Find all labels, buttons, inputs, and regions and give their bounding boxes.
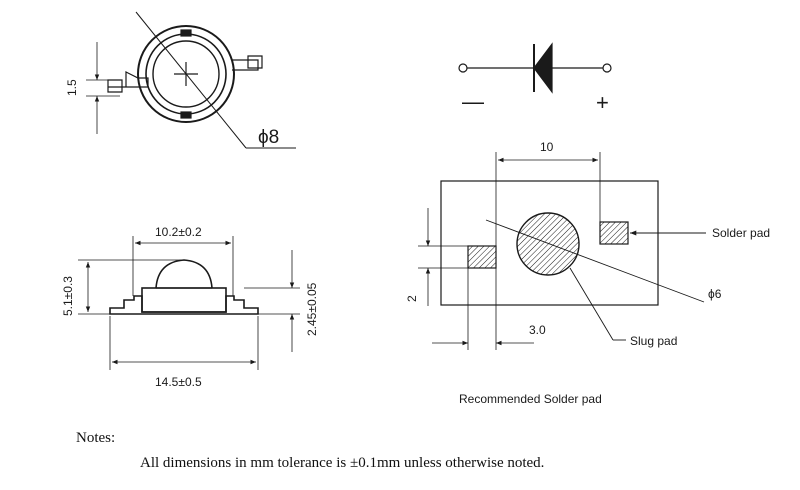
slug-pad: [516, 212, 580, 276]
right-lead-tab: [247, 55, 263, 69]
left-lead: [108, 71, 149, 88]
slug-diameter-label: ϕ6: [708, 287, 722, 301]
pad-offset-label: 3.0: [529, 323, 546, 337]
body-height-label: 2.45±0.05: [305, 282, 319, 336]
diode-triangle: [533, 42, 553, 94]
top-view: [86, 11, 296, 149]
solder-pad-view: [418, 152, 706, 350]
side-body: [141, 287, 227, 313]
lens-width-label: 10.2±0.2: [155, 225, 202, 239]
notes-body: All dimensions in mm tolerance is ±0.1mm…: [140, 455, 545, 471]
slug-pad-leader: [569, 267, 614, 341]
top-notch: [180, 29, 192, 37]
bottom-notch: [180, 111, 192, 119]
height-dim-label: 1.5: [65, 79, 79, 96]
side-view: [78, 236, 300, 370]
slug-diameter-leader: [485, 219, 705, 303]
diameter-dim-label: ϕ8: [258, 127, 279, 148]
pad-spacing-label: 10: [540, 140, 554, 154]
right-lead: [232, 59, 259, 71]
body-outer-ring: [137, 25, 235, 123]
left-solder-pad: [467, 245, 497, 269]
slug-pad-label: Slug pad: [630, 334, 677, 348]
anode-sign: +: [596, 90, 609, 115]
left-lead-tab: [107, 79, 123, 93]
solder-pad-caption: Recommended Solder pad: [459, 392, 602, 406]
pad-height-label: 2: [405, 295, 419, 302]
notes-heading: Notes:: [76, 430, 116, 446]
anode-terminal: [602, 63, 612, 73]
pcb-outline: [440, 180, 659, 306]
lens-ring: [152, 40, 220, 108]
cathode-sign: —: [462, 89, 484, 114]
total-width-label: 14.5±0.5: [155, 375, 202, 389]
solder-pad-label: Solder pad: [712, 226, 770, 240]
side-lens-dome: [155, 259, 213, 289]
total-height-label: 5.1±0.3: [61, 276, 75, 316]
diode-symbol: [458, 42, 612, 94]
right-solder-pad: [599, 221, 629, 245]
cathode-terminal: [458, 63, 468, 73]
diameter-leader: [135, 11, 247, 149]
